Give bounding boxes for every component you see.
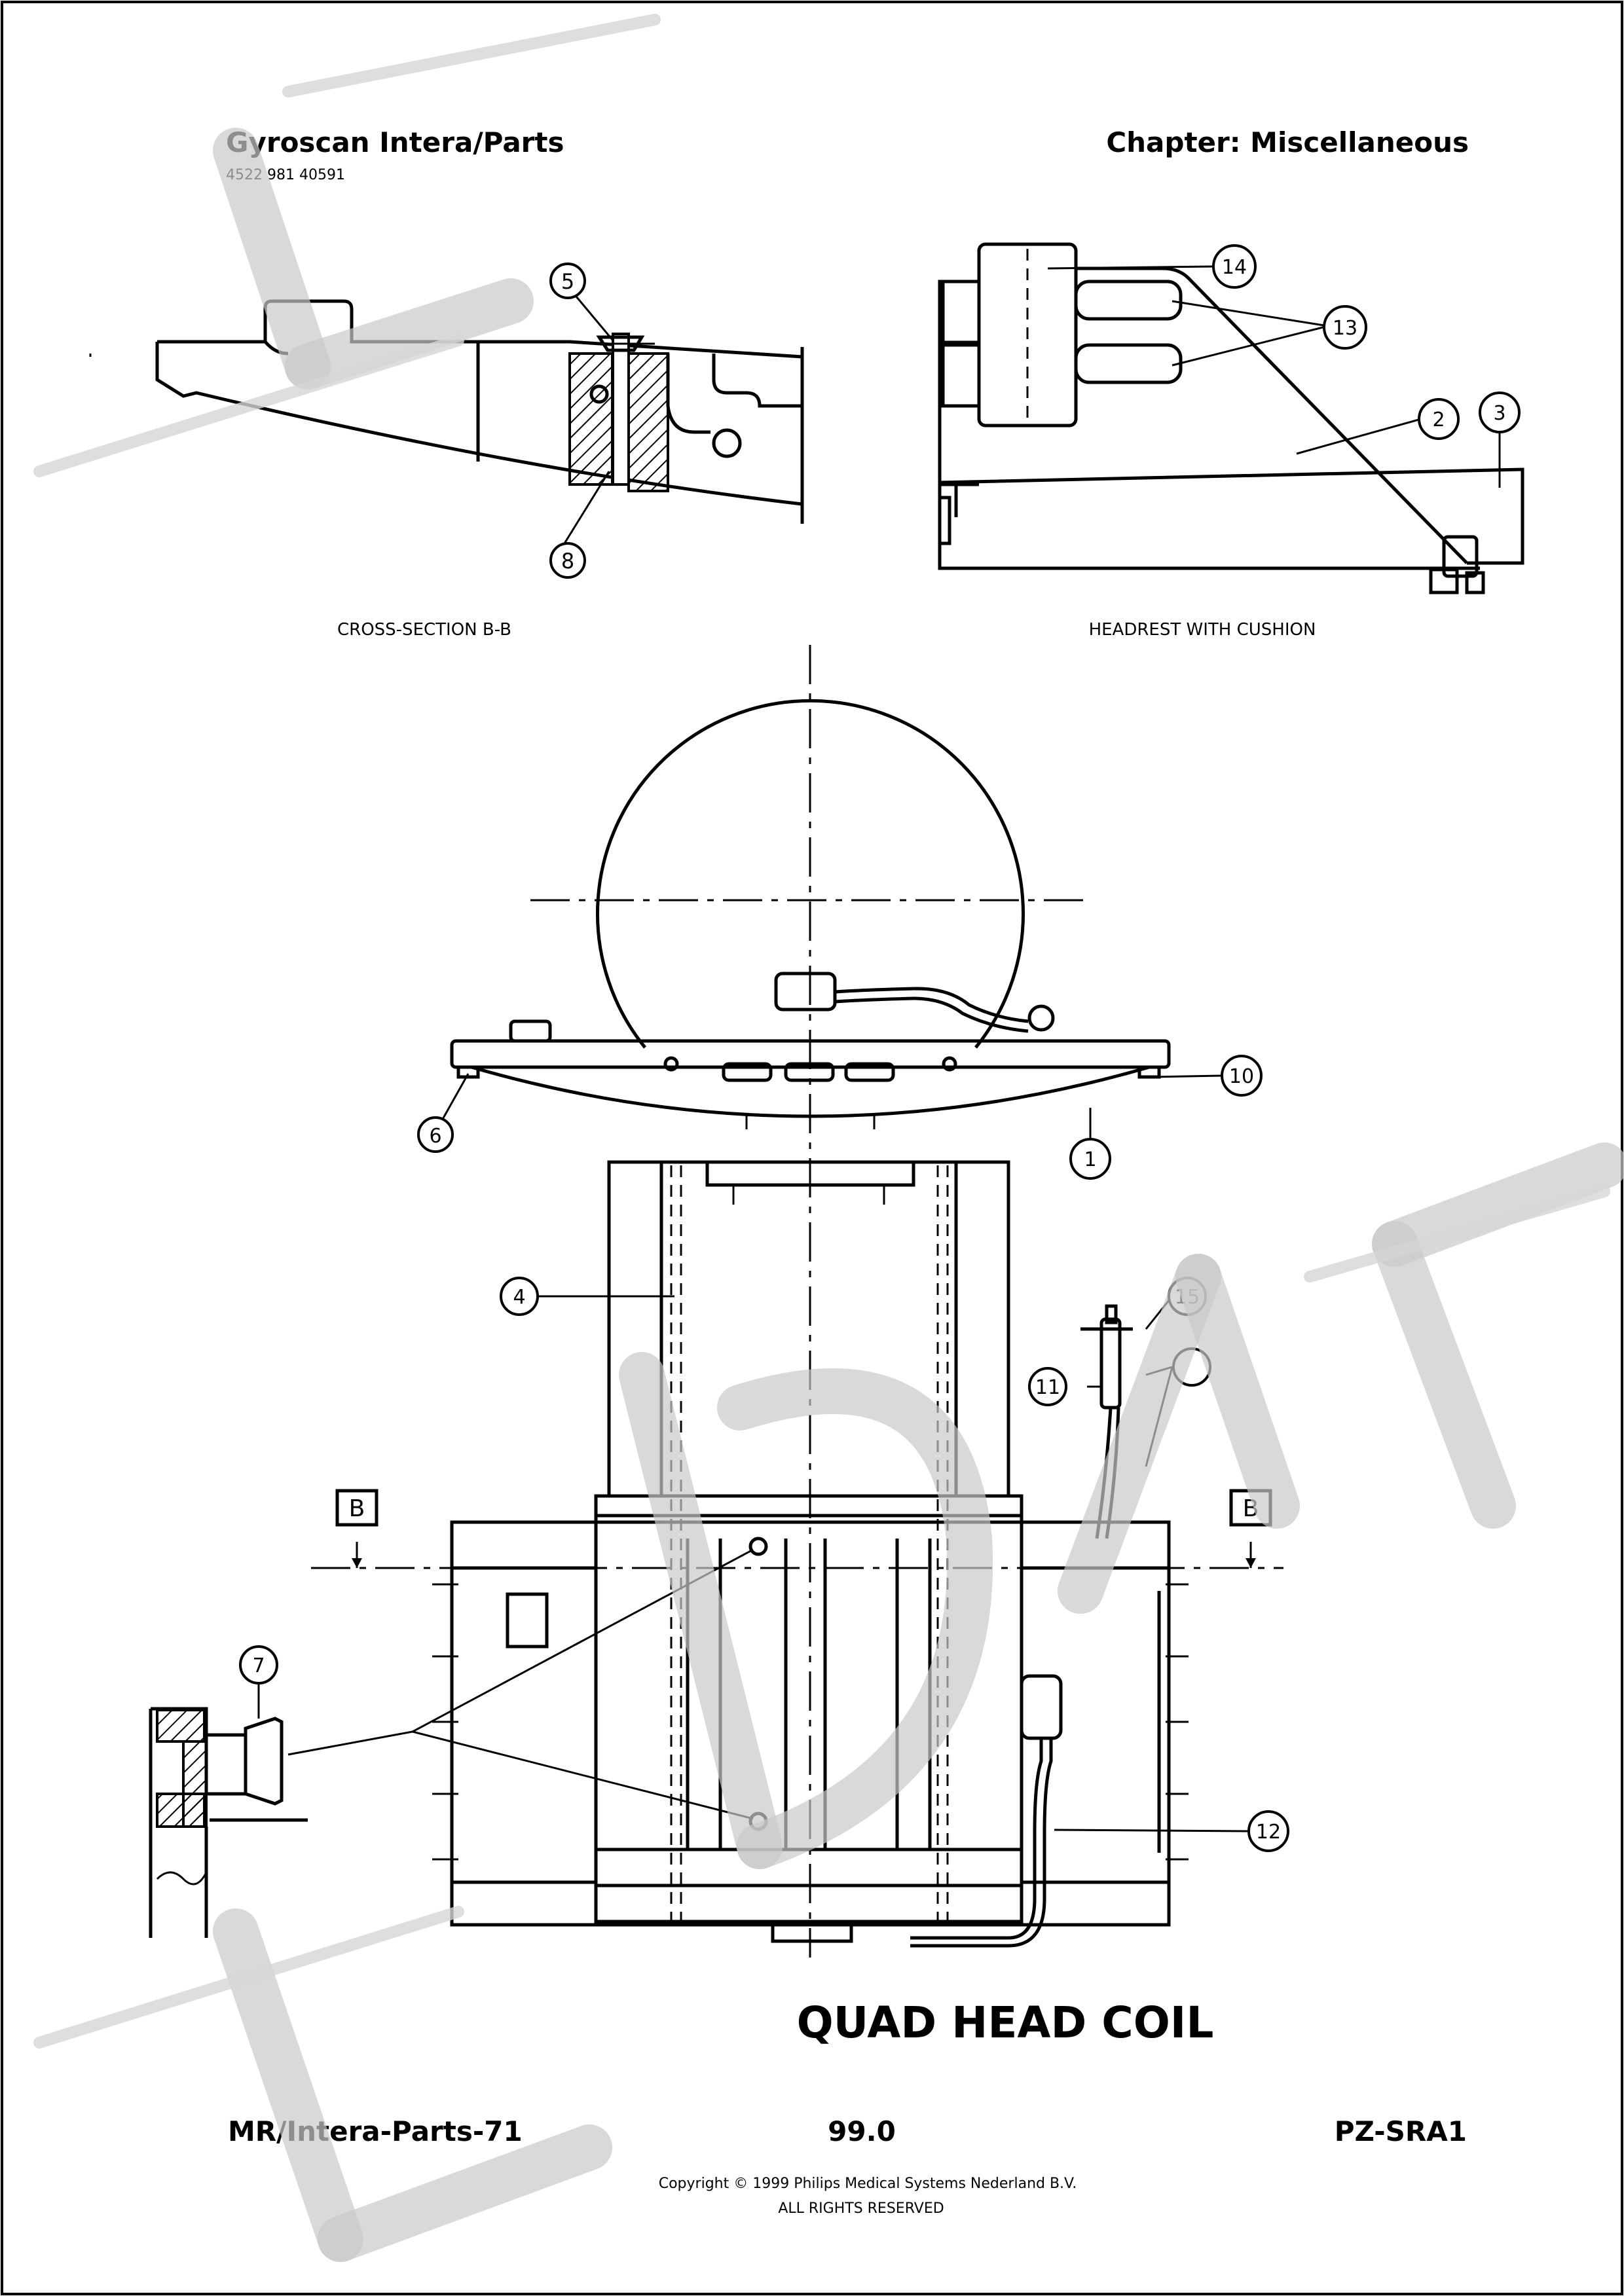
- document-title: Gyroscan Intera/Parts: [226, 126, 564, 158]
- drawing-title: QUAD HEAD COIL: [797, 1997, 1214, 2048]
- callout-13: 14: [1222, 256, 1247, 279]
- draft-watermark: [33, 14, 1624, 2262]
- hatched-block-left: [568, 352, 614, 486]
- detail-view-5: [149, 1681, 308, 1938]
- section-marker-left: B: [349, 1495, 365, 1522]
- coil-top-view: [287, 1160, 1283, 1948]
- callout-15: 12: [1256, 1821, 1281, 1844]
- hatched-block-right: [627, 352, 669, 492]
- footer-version: 99.0: [828, 2115, 896, 2147]
- callout-6: 6: [429, 1125, 441, 1148]
- callout-2: 2: [1432, 409, 1445, 431]
- callout-8: 8: [561, 549, 574, 574]
- footer-code: PZ-SRA1: [1335, 2115, 1467, 2147]
- headrest-view: [938, 242, 1524, 594]
- footer-doc-ref: MR/Intera-Parts-71: [228, 2115, 523, 2147]
- headrest-label: HEADREST WITH CUSHION: [1089, 620, 1316, 640]
- rights-notice: ALL RIGHTS RESERVED: [778, 2200, 944, 2217]
- callout-7: 5: [561, 269, 574, 294]
- callout-5: 7: [252, 1654, 265, 1677]
- callout-4: 4: [513, 1286, 525, 1309]
- chapter-title: Chapter: Miscellaneous: [1106, 126, 1469, 158]
- cross-section-label: CROSS-SECTION B-B: [337, 620, 511, 640]
- coil-front-view: [437, 645, 1223, 1958]
- copyright-notice: Copyright © 1999 Philips Medical Systems…: [659, 2176, 1077, 2192]
- callout-1: 1: [1084, 1148, 1096, 1171]
- callout-11: 10: [1229, 1065, 1254, 1088]
- callout-3: 3: [1493, 402, 1505, 425]
- callout-12: 13: [1333, 317, 1357, 340]
- callout-10: 11: [1035, 1376, 1060, 1399]
